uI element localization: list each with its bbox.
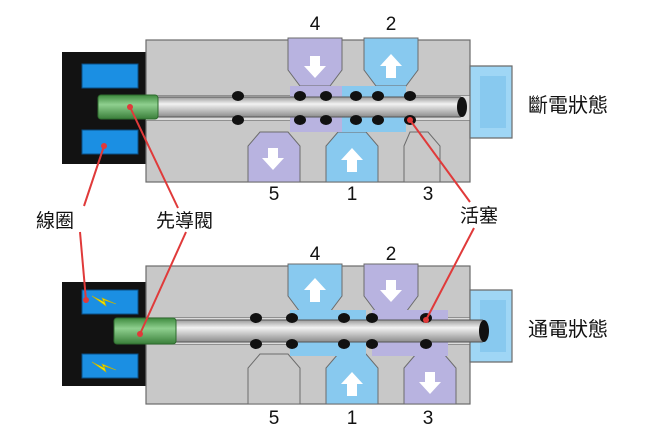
coil-upper — [81, 63, 139, 89]
flow-arrow-port-5 — [262, 148, 284, 170]
port-number-1: 1 — [347, 184, 358, 205]
leader-pilot-bottom — [139, 231, 187, 335]
lightning-icon — [91, 361, 117, 373]
spool-rod — [123, 319, 485, 343]
flow-arrow-port-1 — [341, 148, 363, 172]
state-label-on: 通電狀態 — [528, 317, 608, 341]
flow-arrow-port-1 — [341, 372, 363, 396]
lightning-icon — [91, 295, 117, 307]
port-5-passage — [247, 353, 301, 405]
port-number-5: 5 — [269, 184, 280, 205]
label-pilot-valve: 先導閥 — [156, 210, 213, 232]
coil-lower — [81, 129, 139, 155]
port-number-4: 4 — [310, 14, 321, 35]
port-number-4: 4 — [310, 244, 321, 265]
flow-arrow-port-4 — [304, 56, 326, 78]
port-number-2: 2 — [386, 14, 397, 35]
valve-on: 4 2 5 1 3 通電狀態 — [62, 244, 608, 429]
leader-piston-bottom — [425, 227, 475, 321]
flow-arrow-port-3 — [419, 372, 441, 394]
piston-seals — [232, 91, 467, 125]
pilot-valve — [113, 317, 177, 345]
state-label-off: 斷電狀態 — [528, 93, 608, 117]
port-number-2: 2 — [386, 244, 397, 265]
flow-arrow-port-4 — [304, 278, 326, 302]
leader-pilot-top — [129, 106, 179, 209]
flow-arrow-port-2 — [380, 280, 402, 302]
leader-piston-top — [409, 119, 471, 203]
label-piston: 活塞 — [460, 205, 498, 227]
valve-off: 4 2 5 1 3 斷電狀態 — [62, 14, 608, 205]
label-coil: 線圈 — [36, 210, 74, 232]
port-number-3: 3 — [423, 184, 434, 205]
port-number-3: 3 — [423, 408, 434, 429]
leader-coil-top — [83, 145, 105, 207]
piston-seals — [250, 313, 489, 349]
port-3-passage — [403, 131, 441, 183]
port-number-1: 1 — [347, 408, 358, 429]
leader-coil-bottom — [79, 231, 87, 301]
port-number-5: 5 — [269, 408, 280, 429]
coil-lower — [81, 353, 139, 379]
callouts: 線圈 先導閥 活塞 — [36, 104, 498, 337]
end-cap-spring-chamber — [480, 76, 506, 128]
flow-arrow-port-2 — [380, 54, 402, 78]
